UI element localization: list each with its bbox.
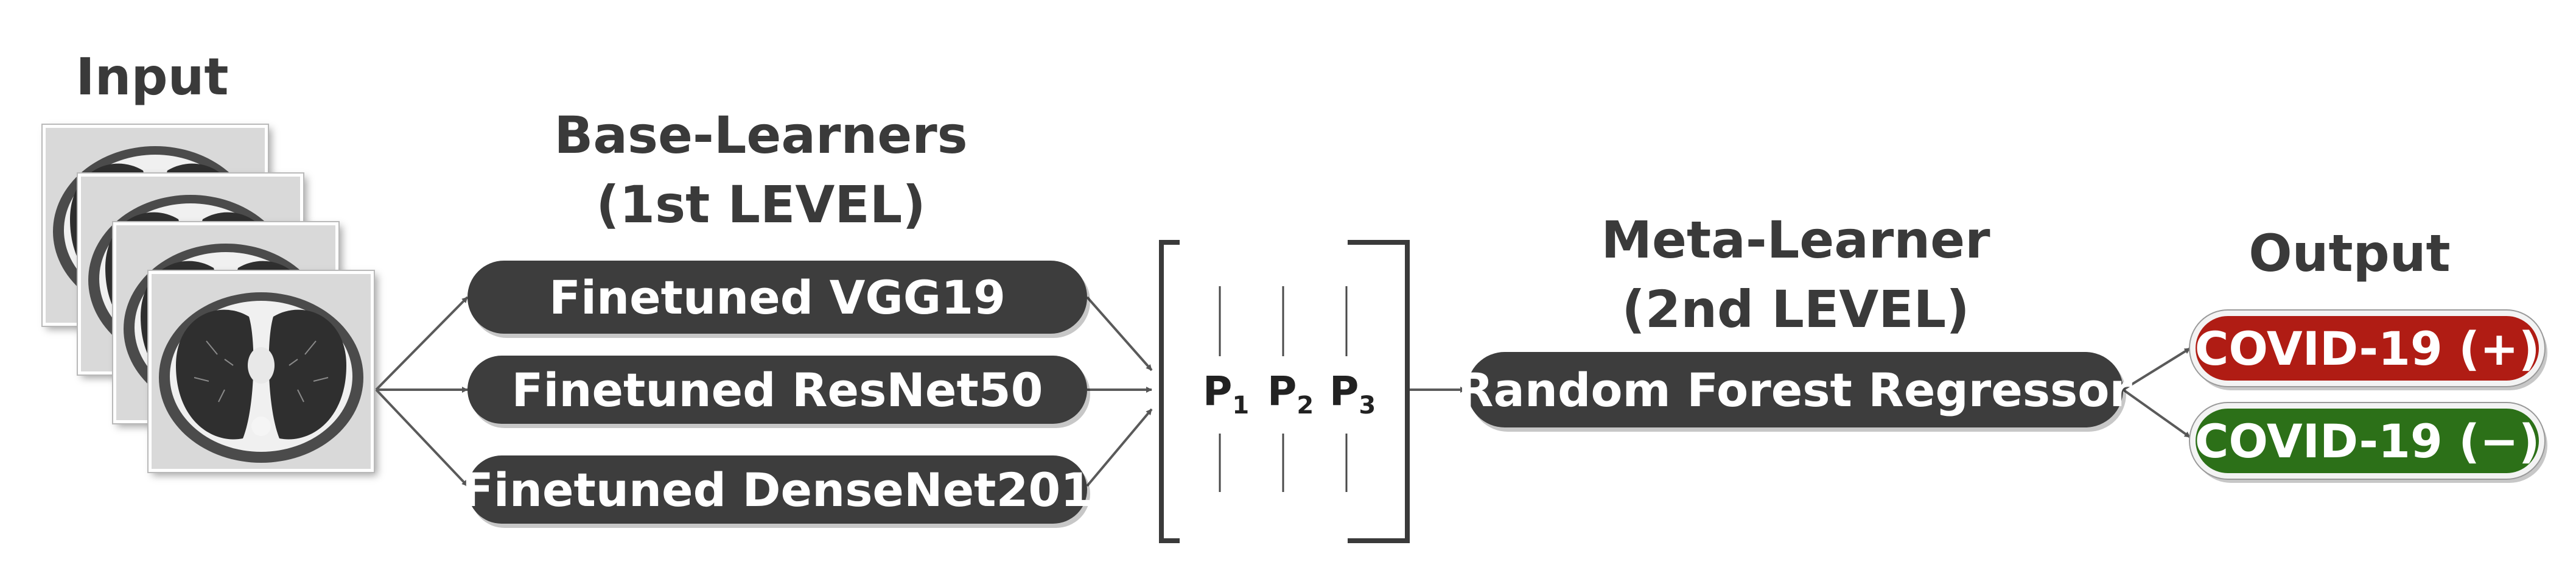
- meta-learner-title: Meta-Learner: [1601, 210, 1990, 270]
- prediction-label-p2: P2: [1267, 368, 1314, 420]
- input-title: Input: [75, 47, 229, 107]
- arrow-vgg19-to-bracket: [1086, 296, 1153, 371]
- meta-learner-level: (2nd LEVEL): [1622, 279, 1970, 339]
- arrow-meta-to-negative: [2122, 388, 2191, 438]
- vgg19-model-label: Finetuned VGG19: [549, 270, 1006, 325]
- covid-negative-pill: COVID-19 (−): [2190, 403, 2544, 479]
- densenet201-model-label: Finetuned DenseNet201: [461, 462, 1093, 517]
- random-forest-regressor-label: Random Forest Regressor: [1458, 362, 2132, 417]
- bracket-right: [1348, 240, 1410, 543]
- vgg19-model-pill: Finetuned VGG19: [467, 261, 1087, 334]
- prediction-label-p3: P3: [1329, 368, 1376, 420]
- resnet50-model-pill: Finetuned ResNet50: [467, 356, 1087, 424]
- resnet50-model-label: Finetuned ResNet50: [511, 362, 1043, 417]
- ct-scan-image-4: [149, 271, 374, 472]
- covid-positive-label: COVID-19 (+): [2194, 321, 2540, 376]
- output-title: Output: [2249, 223, 2451, 283]
- densenet201-model-pill: Finetuned DenseNet201: [462, 455, 1093, 524]
- arrow-input-to-vgg19: [375, 296, 469, 391]
- base-learners-level: (1st LEVEL): [596, 175, 926, 234]
- prediction-label-p1: P1: [1203, 368, 1250, 420]
- covid-positive-pill: COVID-19 (+): [2190, 311, 2544, 386]
- base-learners-title: Base-Learners: [554, 105, 968, 165]
- arrow-meta-to-positive: [2122, 347, 2191, 391]
- lung-ct-slice-drawing: [152, 274, 371, 469]
- covid-negative-label: COVID-19 (−): [2194, 413, 2540, 468]
- bracket-left: [1159, 240, 1180, 543]
- random-forest-regressor-pill: Random Forest Regressor: [1458, 352, 2132, 427]
- arrow-densenet201-to-bracket: [1086, 408, 1153, 487]
- arrow-input-to-densenet201: [375, 388, 469, 487]
